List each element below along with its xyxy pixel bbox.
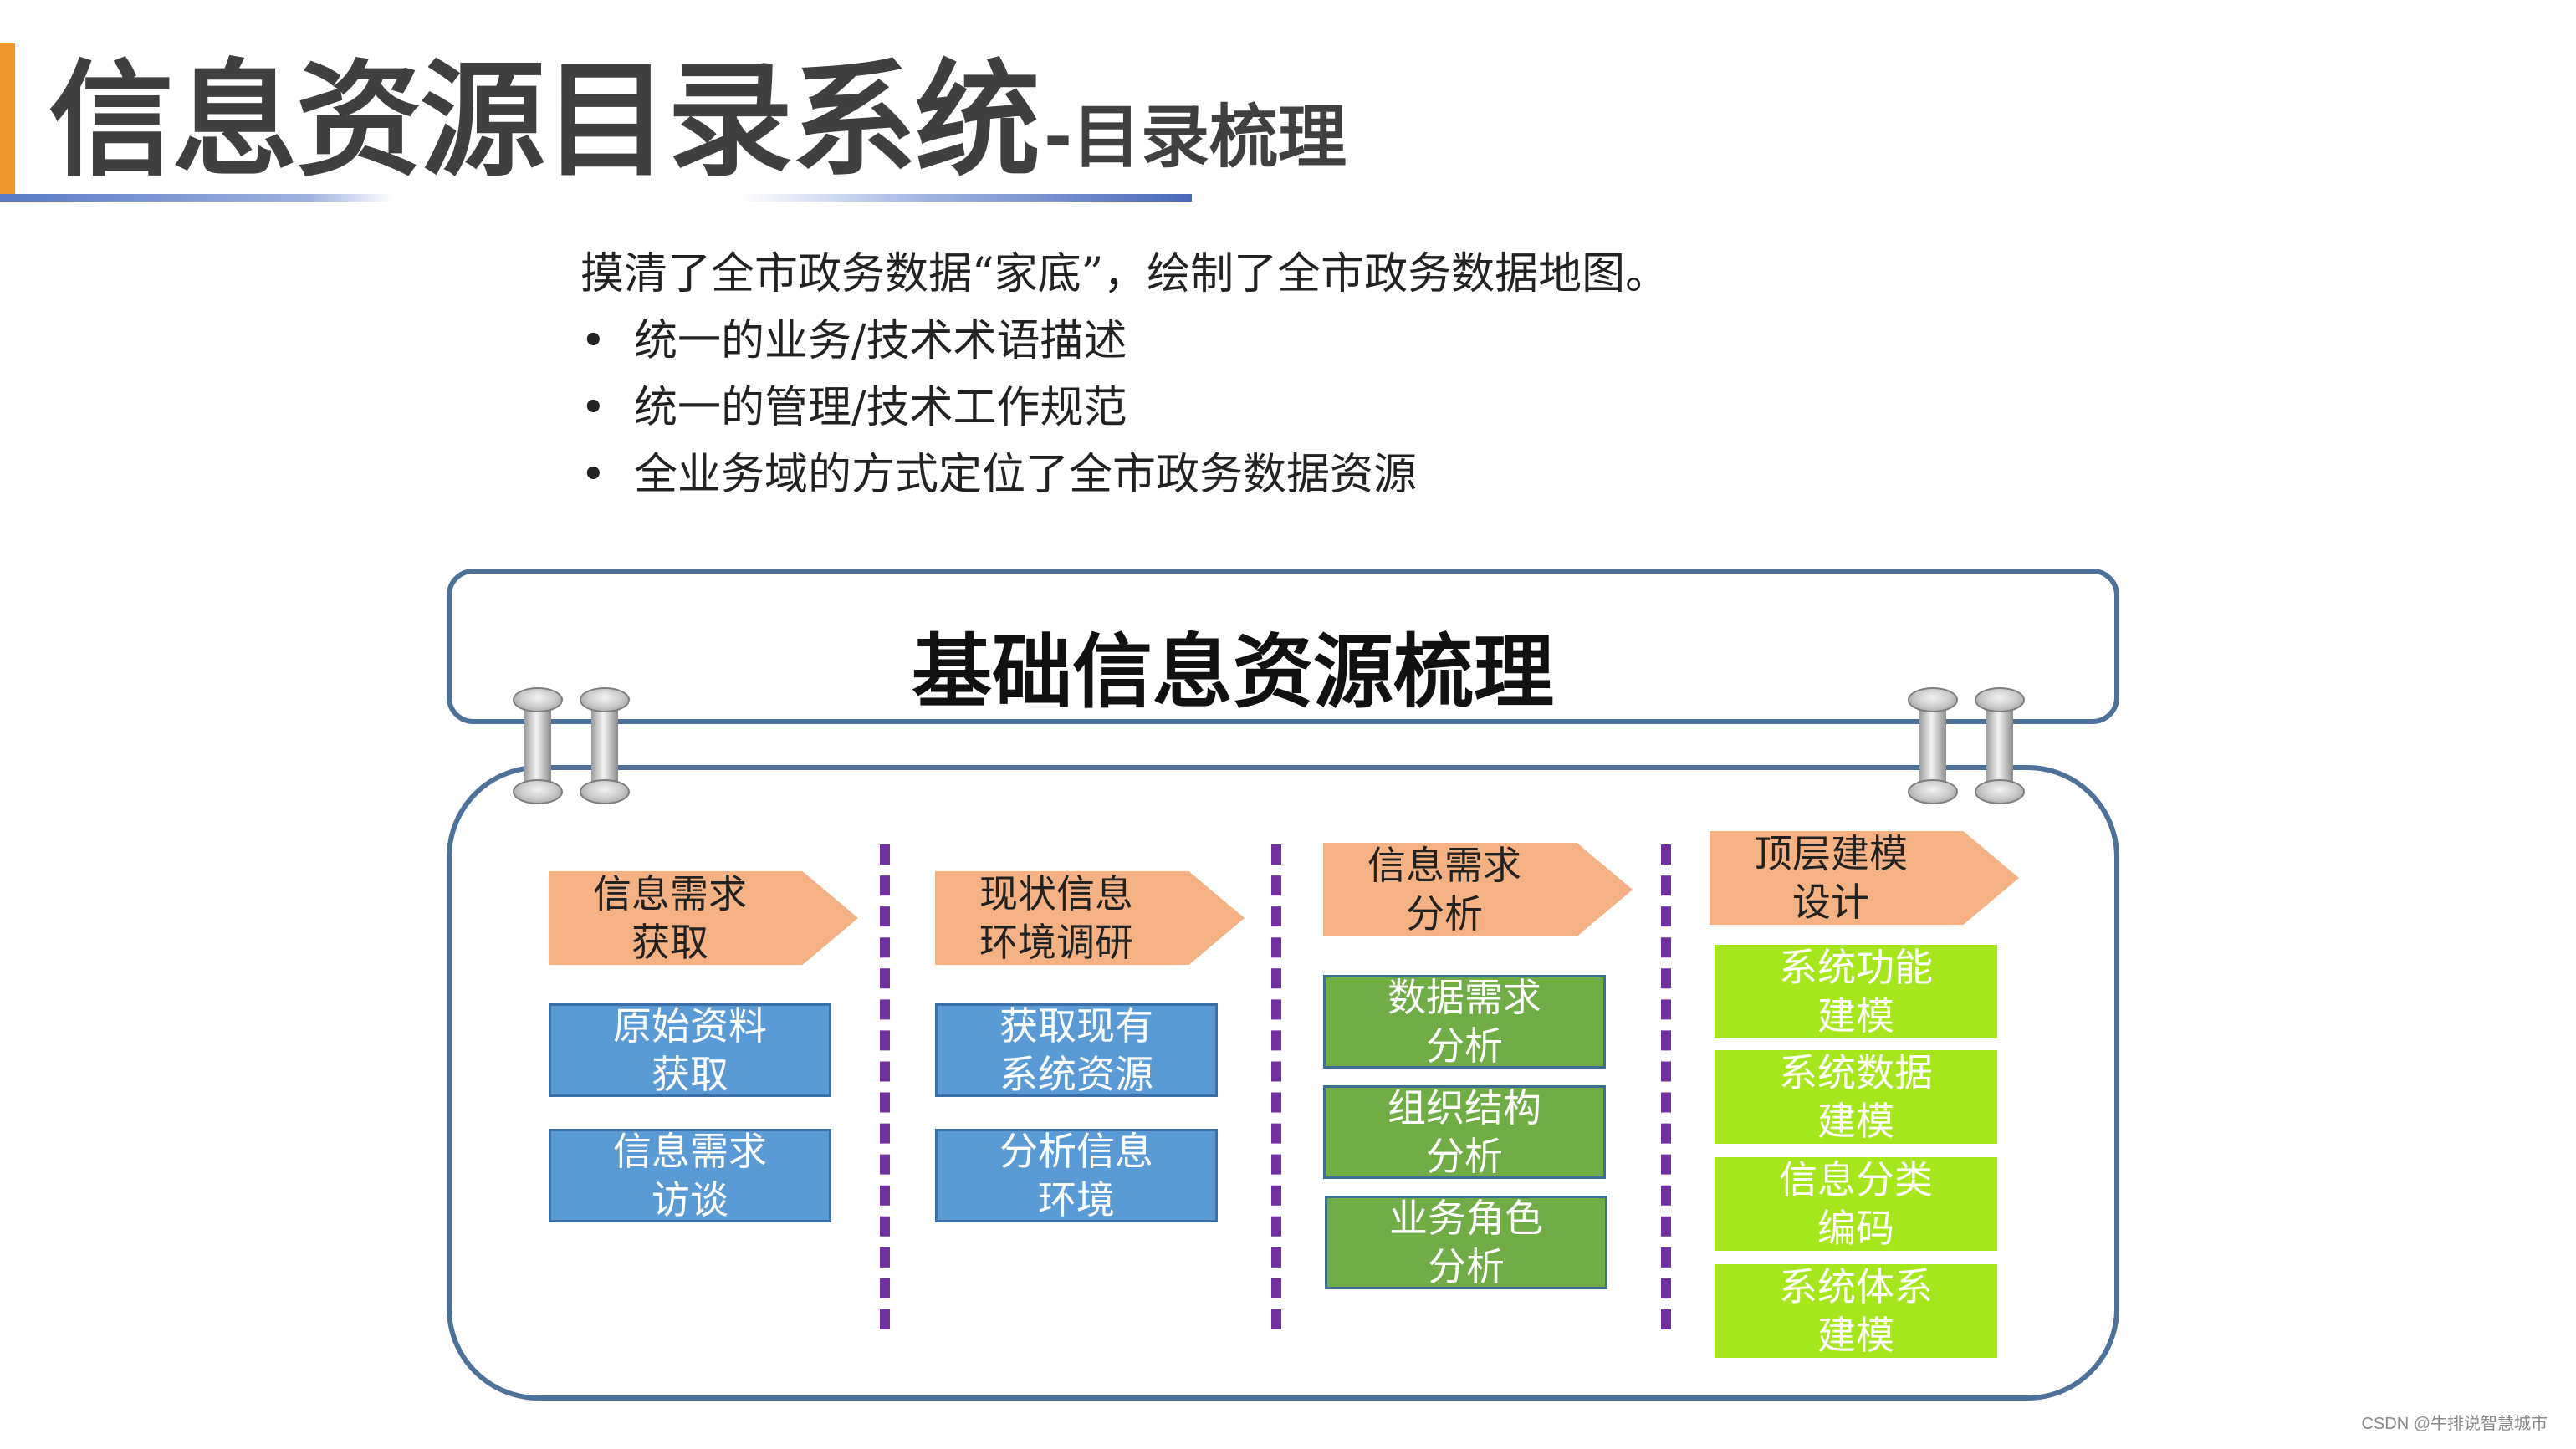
bullet-item: • 全业务域的方式定位了全市政务数据资源	[580, 441, 1669, 508]
bullet-item: • 统一的管理/技术工作规范	[580, 375, 1669, 441]
intro-text: 摸清了全市政务数据“家底”，绘制了全市政务数据地图。 • 统一的业务/技术术语描…	[580, 241, 1669, 508]
step-arrow-label: 信息需求分析	[1367, 843, 1521, 936]
binder-ring-icon	[580, 687, 630, 804]
bullet-dot: •	[580, 383, 606, 433]
task-box: 数据需求分析	[1323, 975, 1606, 1069]
task-box: 业务角色分析	[1325, 1196, 1607, 1289]
task-box: 系统功能建模	[1715, 945, 1997, 1038]
step-arrow-label: 信息需求获取	[593, 871, 747, 965]
task-box: 信息需求访谈	[549, 1129, 831, 1222]
bullet-text: 全业务域的方式定位了全市政务数据资源	[634, 450, 1418, 500]
title-accent-bar	[0, 43, 15, 199]
task-box: 信息分类编码	[1715, 1157, 1997, 1251]
task-box: 分析信息环境	[935, 1129, 1218, 1222]
task-box: 原始资料获取	[549, 1003, 831, 1097]
step-arrow: 顶层建模设计	[1710, 831, 2019, 925]
step-arrow-label: 顶层建模设计	[1754, 831, 1908, 925]
binder-ring-icon	[1975, 687, 2025, 804]
column-divider	[1271, 844, 1281, 1329]
bullet-dot: •	[580, 316, 606, 366]
step-arrow-label: 现状信息环境调研	[979, 871, 1133, 965]
bullet-text: 统一的业务/技术术语描述	[634, 316, 1127, 366]
intro-lead: 摸清了全市政务数据“家底”，绘制了全市政务数据地图。	[580, 249, 1669, 299]
task-box: 获取现有系统资源	[935, 1003, 1218, 1097]
bullet-dot: •	[580, 450, 606, 500]
bullet-text: 统一的管理/技术工作规范	[634, 383, 1127, 433]
step-arrow: 信息需求获取	[549, 871, 858, 965]
column-divider	[1661, 844, 1671, 1329]
diagram-title-panel: 基础信息资源梳理	[447, 569, 2119, 724]
step-arrow: 信息需求分析	[1323, 843, 1633, 936]
binder-ring-icon	[513, 687, 563, 804]
step-arrow: 现状信息环境调研	[935, 871, 1245, 965]
binder-ring-icon	[1908, 687, 1958, 804]
watermark: CSDN @牛排说智慧城市	[2361, 1415, 2548, 1433]
task-box: 组织结构分析	[1323, 1085, 1606, 1179]
title-underline	[0, 194, 1192, 202]
title-main: 信息资源目录系统	[49, 48, 1040, 194]
diagram-title: 基础信息资源梳理	[912, 625, 1554, 719]
task-box: 系统体系建模	[1715, 1264, 1997, 1358]
page-title: 信息资源目录系统 -目录梳理	[49, 33, 1347, 184]
bullet-item: • 统一的业务/技术术语描述	[580, 308, 1669, 375]
task-box: 系统数据建模	[1715, 1050, 1997, 1144]
column-divider	[880, 844, 890, 1329]
title-subtitle: -目录梳理	[1044, 98, 1347, 177]
